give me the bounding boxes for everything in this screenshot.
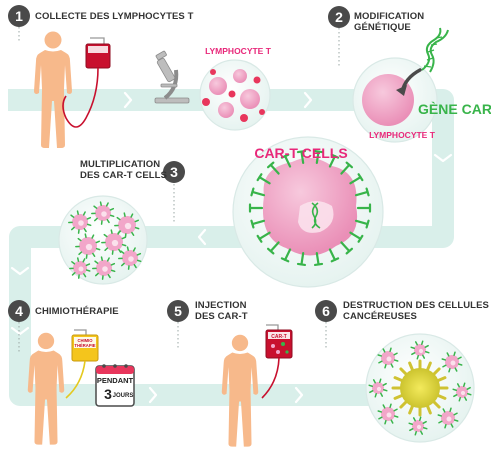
car-t-cell-small [452,382,472,402]
car-t-cell-small [91,201,115,225]
car-t-cell [248,149,372,267]
svg-text:3: 3 [170,164,178,180]
car-t-cells-group [68,201,142,280]
step-5-badge: 5 [167,300,189,322]
step-1-title: COLLECTE DES LYMPHOCYTES T [35,11,194,22]
cancer-cell [391,359,449,417]
car-t-cell-small [441,351,463,373]
lymphocyte-bubble [199,59,271,131]
calendar-icon: PENDANT 3 JOURS [95,364,135,407]
step-2-badge: 2 [328,6,350,28]
svg-text:4: 4 [15,303,23,319]
chimio-bag-label-line2: THÉRAPIE [74,343,95,348]
car-t-cell-small [377,403,399,425]
dna-inside-icon [311,202,321,229]
car-t-cell-small [410,340,430,360]
car-t-cell-small [368,378,388,398]
svg-text:6: 6 [322,303,330,319]
svg-text:5: 5 [174,303,182,319]
attacking-car-t-cells [368,340,472,436]
car-t-cell-small [69,257,91,279]
microscope-icon [154,50,190,104]
step-4-badge: 4 [8,300,30,322]
car-t-cell-small [437,407,459,429]
svg-text:2: 2 [335,9,343,25]
calendar-unit: JOURS [113,393,134,399]
lymphocyte-t-modified-label: LYMPHOCYTE T [369,130,436,140]
chimio-bag-label-line1: CHIMIO [77,338,93,343]
car-t-infusion-bag: CAR-T [261,324,293,399]
lymphocyte-cells [202,69,265,122]
multiplication-bubble [58,195,148,285]
step-1-badge: 1 [8,5,30,27]
car-t-cell-small [408,416,428,436]
car-t-cell-small [68,210,92,234]
car-t-cell-small [75,233,101,259]
car-t-bag-label: CAR-T [271,334,287,340]
calendar-number: 3 [104,386,112,402]
gene-car-label: GÈNE CAR [418,101,491,117]
car-t-cell-small [101,229,127,255]
lymphocyte-t-label: LYMPHOCYTE T [205,46,272,56]
modification-bubble [352,57,438,143]
step-3-badge: 3 [163,161,185,183]
calendar-line1: PENDANT [97,376,134,385]
step-badges: 1 2 3 4 5 6 [8,5,350,322]
car-t-cell-small [92,256,116,280]
dna-icon [421,27,449,73]
step-6-badge: 6 [315,300,337,322]
leader-lines [18,27,340,352]
destruction-bubble [365,333,475,443]
car-t-cell-small [114,212,140,238]
chemotherapy-bag: CHIMIO THÉRAPIE [65,329,99,399]
car-t-cell-small [377,347,399,369]
car-receptors [248,149,372,267]
step-4-title: CHIMIOTHÉRAPIE [35,306,119,317]
car-t-cells-label: CAR-T CELLS [254,145,347,161]
car-t-cell-bubble [232,136,384,288]
svg-text:1: 1 [15,8,23,24]
car-t-cell-small [118,246,142,270]
blood-collection-bag [62,37,111,128]
